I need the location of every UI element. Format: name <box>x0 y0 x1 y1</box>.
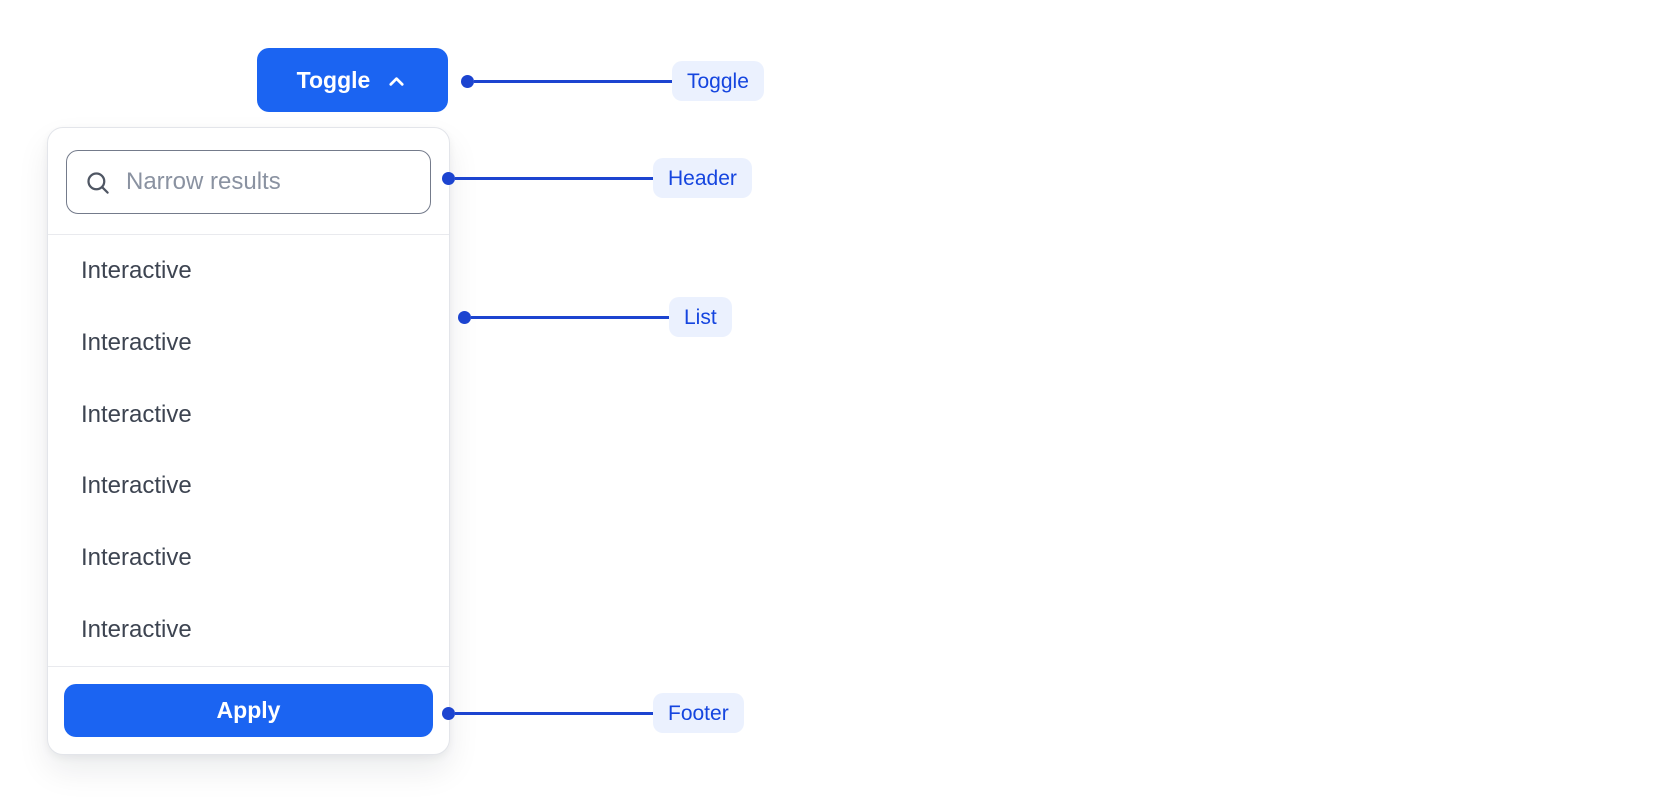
apply-button[interactable]: Apply <box>64 684 433 737</box>
toggle-button[interactable]: Toggle <box>257 48 448 112</box>
callout-line <box>471 315 669 319</box>
dropdown-footer: Apply <box>48 667 449 754</box>
callout-footer: Footer <box>442 693 744 733</box>
annotation-label-footer: Footer <box>653 693 744 733</box>
search-box <box>66 150 431 214</box>
annotation-label-header: Header <box>653 158 752 198</box>
search-icon <box>84 169 111 196</box>
callout-dot <box>461 74 474 88</box>
callout-dot <box>458 310 471 324</box>
footer-divider <box>48 666 449 667</box>
callout-line <box>455 176 653 180</box>
callout-header: Header <box>442 158 752 198</box>
list-item[interactable]: Interactive <box>48 378 449 451</box>
annotation-label-toggle: Toggle <box>672 61 764 101</box>
header-divider <box>48 234 449 235</box>
list-item[interactable]: Interactive <box>48 594 449 666</box>
list-item[interactable]: Interactive <box>48 235 449 307</box>
callout-list: List <box>458 297 732 337</box>
callout-toggle: Toggle <box>461 61 764 101</box>
callout-line <box>455 711 653 715</box>
annotation-label-list: List <box>669 297 732 337</box>
dropdown-panel: Interactive Interactive Interactive Inte… <box>47 127 450 755</box>
dropdown-list: Interactive Interactive Interactive Inte… <box>48 235 449 666</box>
toggle-button-label: Toggle <box>296 66 371 93</box>
list-item[interactable]: Interactive <box>48 306 449 379</box>
search-input[interactable] <box>124 167 413 197</box>
list-item[interactable]: Interactive <box>48 522 449 595</box>
dropdown-header <box>48 128 449 234</box>
callout-line <box>474 79 672 83</box>
chevron-up-icon <box>385 68 408 93</box>
list-item[interactable]: Interactive <box>48 450 449 523</box>
